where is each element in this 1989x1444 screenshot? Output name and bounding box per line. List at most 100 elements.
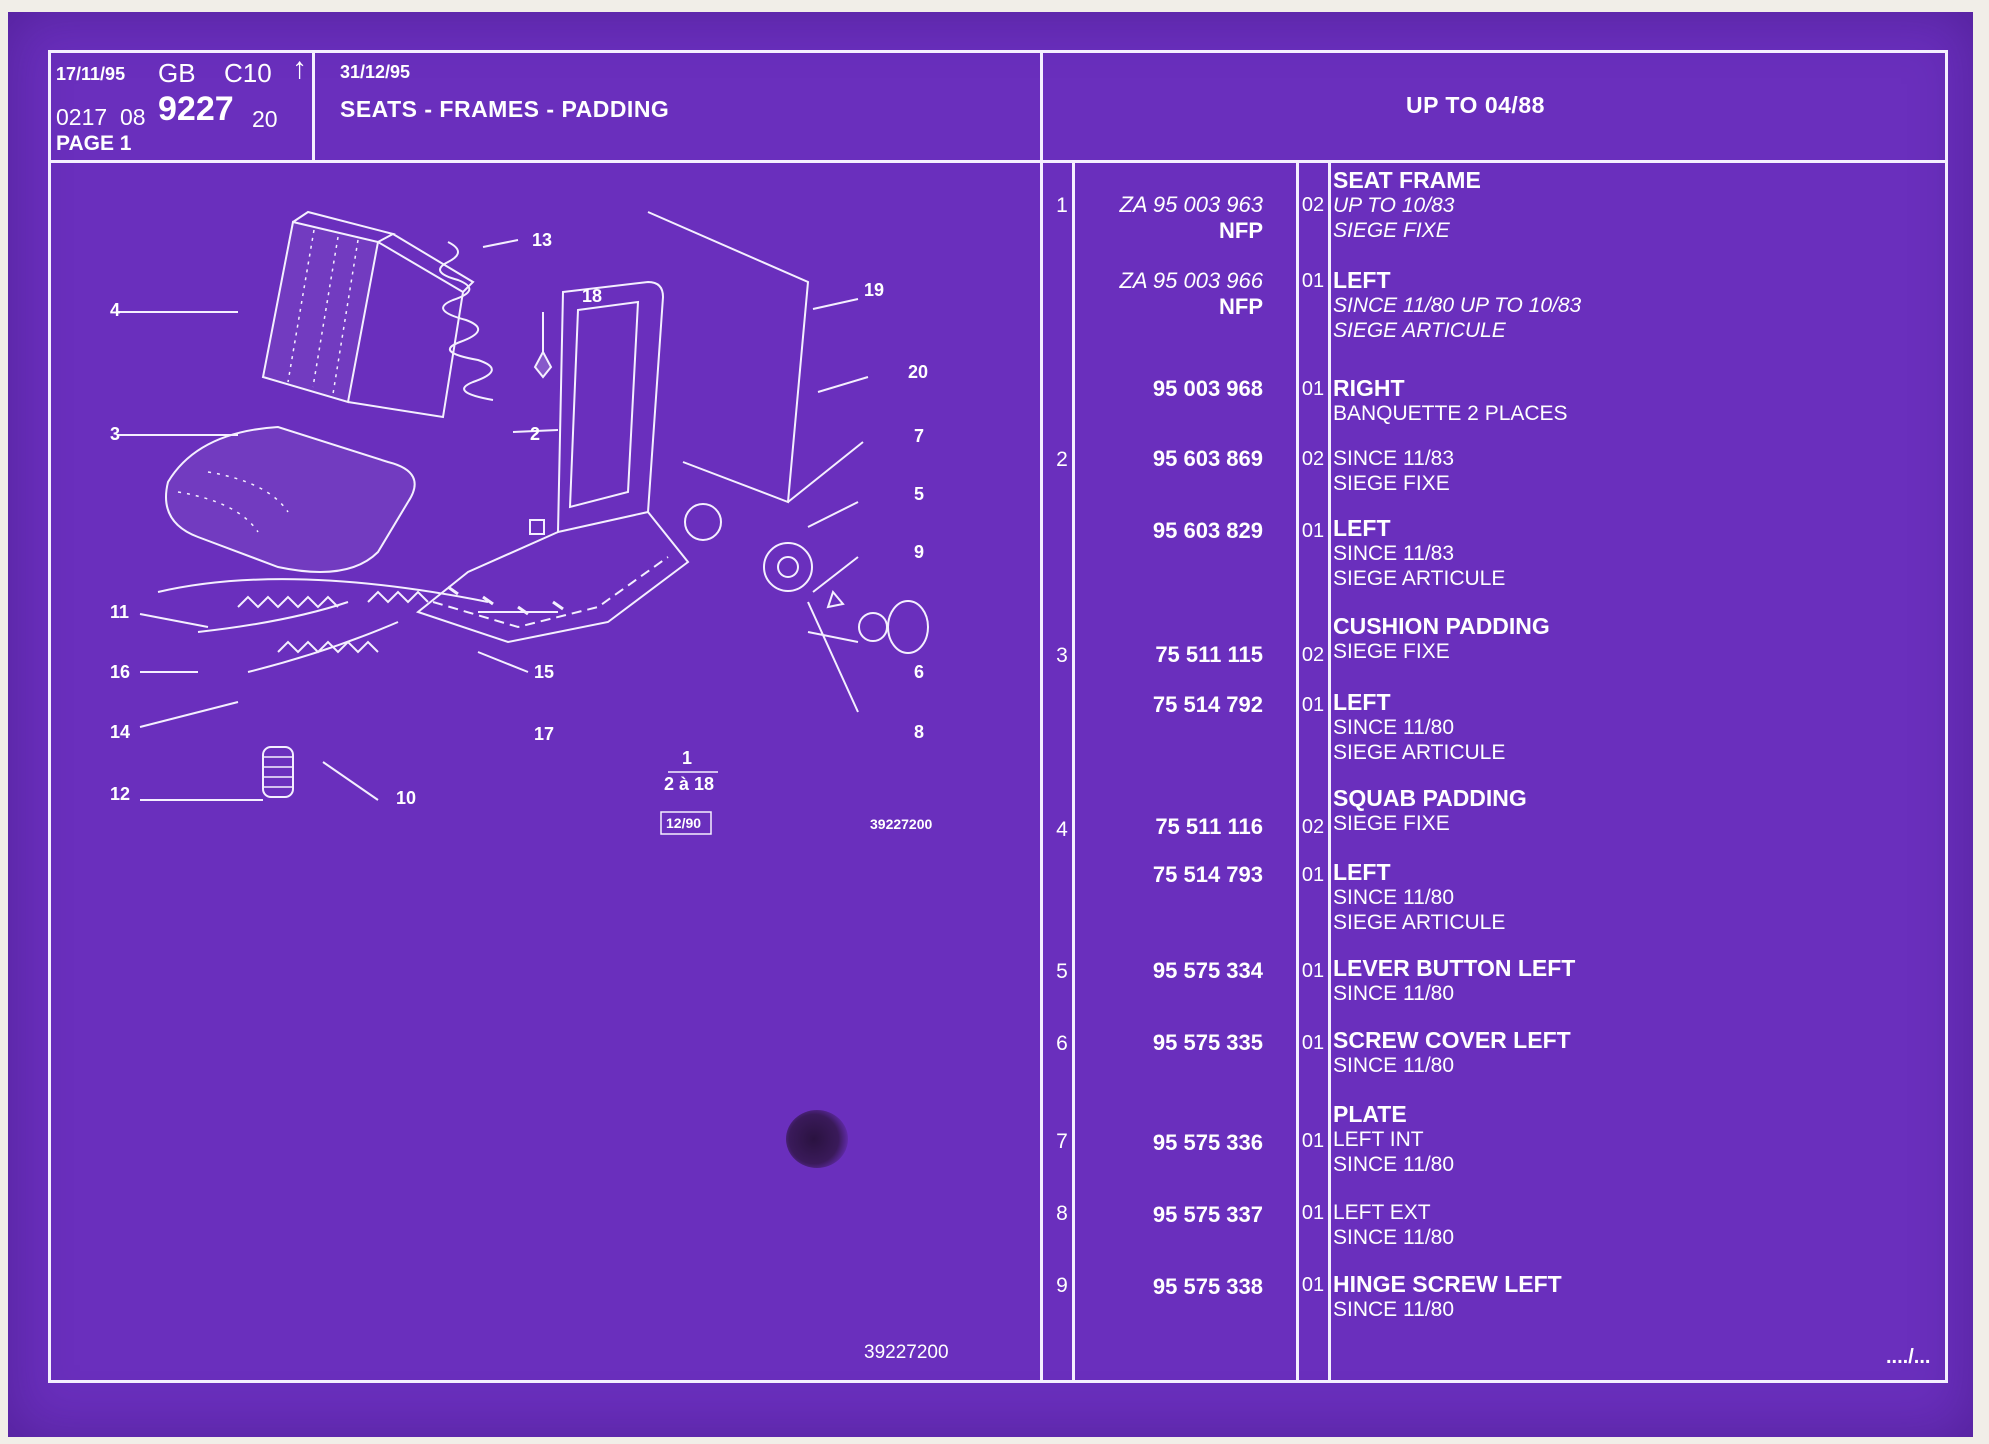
part-detail: LEFT EXT <box>1333 1201 1431 1224</box>
date-box: 12/90 <box>666 815 702 831</box>
part-detail: SIEGE FIXE <box>1333 219 1450 242</box>
part-description: LEFT SINCE 11/80 SIEGE ARTICULE <box>1333 690 1505 765</box>
part-detail: SINCE 11/83 <box>1333 542 1455 565</box>
part-index: 1 <box>1056 194 1068 217</box>
fraction-top: 1 <box>682 748 693 768</box>
callout-14: 14 <box>110 722 131 742</box>
callout-10: 10 <box>396 788 417 808</box>
part-index: 9 <box>1056 1274 1068 1297</box>
fraction-bottom: 2 à 18 <box>664 774 715 794</box>
col-split-desc <box>1328 160 1331 1383</box>
callout-8: 8 <box>914 722 925 742</box>
part-quantity: 01 <box>1301 520 1325 542</box>
callout-5: 5 <box>914 484 925 504</box>
part-detail: SIEGE FIXE <box>1333 472 1450 495</box>
part-description: RIGHT BANQUETTE 2 PLACES <box>1333 376 1568 426</box>
part-name: SEAT FRAME <box>1333 167 1481 193</box>
part-detail: SIEGE ARTICULE <box>1333 319 1506 342</box>
header-page: PAGE 1 <box>56 132 132 155</box>
part-description: HINGE SCREW LEFT SINCE 11/80 <box>1333 1272 1562 1322</box>
part-detail: SIEGE ARTICULE <box>1333 741 1506 764</box>
part-detail: SINCE 11/80 <box>1333 1226 1455 1249</box>
part-name: SCREW COVER LEFT <box>1333 1027 1571 1053</box>
part-reference-note: NFP <box>1219 218 1263 243</box>
callout-15: 15 <box>534 662 555 682</box>
part-reference: 75 514 792 <box>1152 692 1263 717</box>
part-quantity: 02 <box>1301 816 1325 838</box>
continuation-marker: ..../... <box>1886 1346 1931 1368</box>
part-detail: SINCE 11/80 <box>1333 886 1455 909</box>
header-code-c: 20 <box>252 106 278 132</box>
part-name: CUSHION PADDING <box>1333 613 1550 639</box>
callout-2: 2 <box>530 424 541 444</box>
part-index: 3 <box>1056 644 1068 667</box>
sheet-frame <box>48 50 1948 1383</box>
part-index: 6 <box>1056 1032 1068 1055</box>
part-name: LEFT <box>1333 689 1391 715</box>
part-name: SQUAB PADDING <box>1333 785 1527 811</box>
part-name: LEVER BUTTON LEFT <box>1333 955 1576 981</box>
part-reference: 95 575 334 <box>1152 958 1263 983</box>
part-detail: BANQUETTE 2 PLACES <box>1333 402 1568 425</box>
up-arrow-icon: ↑ <box>292 52 307 85</box>
part-description: LEVER BUTTON LEFT SINCE 11/80 <box>1333 956 1575 1006</box>
header-code-big: 9227 <box>158 90 234 128</box>
header-divider <box>48 160 1948 163</box>
part-reference: 75 514 793 <box>1152 862 1263 887</box>
part-description: SCREW COVER LEFT SINCE 11/80 <box>1333 1028 1571 1078</box>
callout-13: 13 <box>532 230 553 250</box>
part-detail: SINCE 11/80 <box>1333 716 1455 739</box>
diagram-ref-small: 39227200 <box>870 816 933 832</box>
callout-3: 3 <box>110 424 121 444</box>
callout-9: 9 <box>914 542 925 562</box>
diagram-ref-bottom: 39227200 <box>864 1342 949 1363</box>
part-description: SINCE 11/83 SIEGE FIXE <box>1333 446 1454 496</box>
part-quantity: 01 <box>1301 960 1325 982</box>
part-reference: 75 511 115 <box>1155 642 1263 667</box>
part-reference: 95 575 338 <box>1152 1274 1263 1299</box>
part-quantity: 02 <box>1301 194 1325 216</box>
part-detail: SINCE 11/80 <box>1333 982 1455 1005</box>
validity-label: UP TO 04/88 <box>1406 92 1545 118</box>
header-date: 17/11/95 <box>56 64 126 84</box>
part-detail: SINCE 11/80 <box>1333 1054 1455 1077</box>
header-split-1 <box>312 50 315 162</box>
part-index: 2 <box>1056 448 1068 471</box>
part-name: PLATE <box>1333 1101 1407 1127</box>
part-description: SEAT FRAME UP TO 10/83 SIEGE FIXE <box>1333 168 1481 243</box>
part-detail: SINCE 11/83 <box>1333 447 1455 470</box>
header-model: C10 <box>224 58 272 88</box>
part-name: LEFT <box>1333 515 1391 541</box>
part-description: LEFT SINCE 11/80 SIEGE ARTICULE <box>1333 860 1505 935</box>
part-quantity: 01 <box>1301 1202 1325 1224</box>
callout-19: 19 <box>864 280 885 300</box>
part-quantity: 01 <box>1301 1032 1325 1054</box>
callout-16: 16 <box>110 662 131 682</box>
header-lang: GB <box>158 58 196 88</box>
part-description: LEFT SINCE 11/80 UP TO 10/83 SIEGE ARTIC… <box>1333 268 1581 343</box>
part-description: LEFT SINCE 11/83 SIEGE ARTICULE <box>1333 516 1505 591</box>
parts-sheet: 17/11/95 GB C10 ↑ 0217 08 9227 20 PAGE 1… <box>8 12 1973 1437</box>
callout-7: 7 <box>914 426 925 446</box>
stain-mark <box>786 1110 848 1168</box>
callout-6: 6 <box>914 662 925 682</box>
part-description: CUSHION PADDING SIEGE FIXE <box>1333 614 1550 664</box>
callout-4: 4 <box>110 300 121 320</box>
part-reference: 95 003 968 <box>1152 376 1263 401</box>
callout-17: 17 <box>534 724 555 744</box>
part-detail: SIEGE ARTICULE <box>1333 567 1506 590</box>
part-name: HINGE SCREW LEFT <box>1333 1271 1562 1297</box>
part-reference: 95 575 336 <box>1152 1130 1263 1155</box>
part-name: LEFT <box>1333 267 1391 293</box>
part-description: LEFT EXT SINCE 11/80 <box>1333 1200 1454 1250</box>
part-reference-note: NFP <box>1219 294 1263 319</box>
part-detail: SIEGE FIXE <box>1333 640 1450 663</box>
callout-12: 12 <box>110 784 131 804</box>
part-quantity: 01 <box>1301 270 1325 292</box>
part-reference: ZA 95 003 966 <box>1119 268 1263 293</box>
part-reference: 95 603 829 <box>1152 518 1263 543</box>
part-detail: UP TO 10/83 <box>1333 194 1455 217</box>
callout-20: 20 <box>908 362 929 382</box>
exploded-seat-diagram <box>118 210 929 835</box>
header-code-a: 0217 <box>56 104 108 130</box>
